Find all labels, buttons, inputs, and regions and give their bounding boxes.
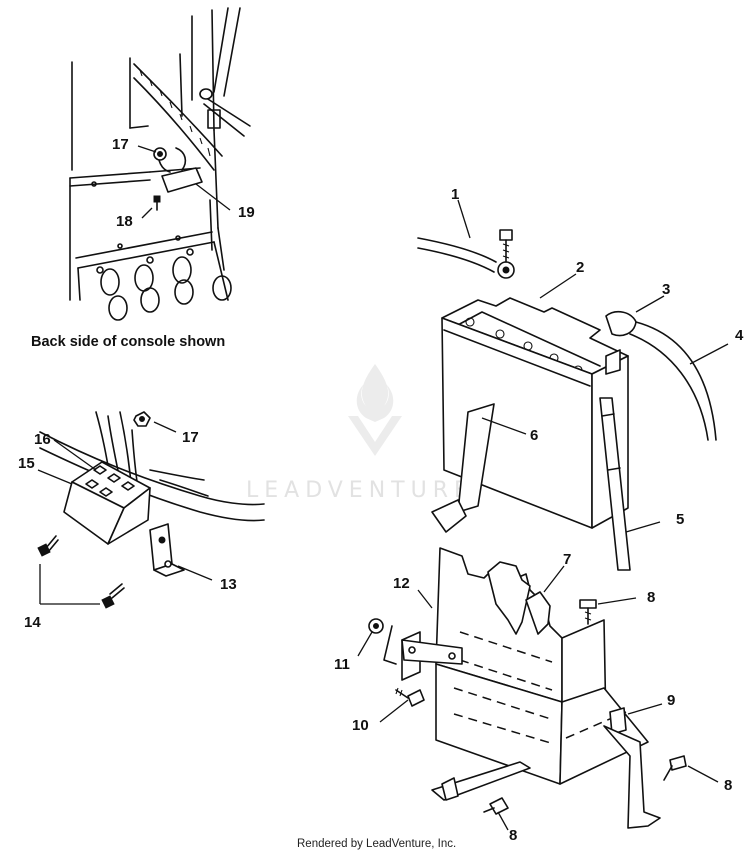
callout-14: 14 [24,614,41,631]
console-panel-drawing [69,7,251,321]
battery-box-drawing [368,547,687,829]
callout-18: 18 [116,213,133,230]
footer-credit: Rendered by LeadVenture, Inc. [297,838,457,850]
console-caption: Back side of console shown [31,334,226,350]
callout-19: 19 [238,204,255,221]
callout-8-right: 8 [724,777,733,794]
watermark-text: LEADVENTURE [246,478,474,503]
watermark-logo-icon [348,364,402,456]
callout-17-mid: 17 [182,429,199,446]
callout-5: 5 [676,511,685,528]
callout-10: 10 [352,717,369,734]
battery-drawing [417,229,717,571]
callout-15: 15 [18,455,35,472]
regulator-assembly-drawing [37,411,265,609]
callout-17-top: 17 [112,136,129,153]
callout-1: 1 [451,186,460,203]
callout-8-bottom: 8 [509,827,518,844]
callout-6: 6 [530,427,539,444]
callout-7: 7 [563,551,572,568]
callout-9: 9 [667,692,676,709]
callout-16: 16 [34,431,51,448]
callout-12: 12 [393,575,410,592]
callout-8-top: 8 [647,589,656,606]
callout-2: 2 [576,259,585,276]
callout-11: 11 [334,656,350,673]
callout-13: 13 [220,576,237,593]
callout-3: 3 [662,281,671,298]
callout-4: 4 [735,327,744,344]
